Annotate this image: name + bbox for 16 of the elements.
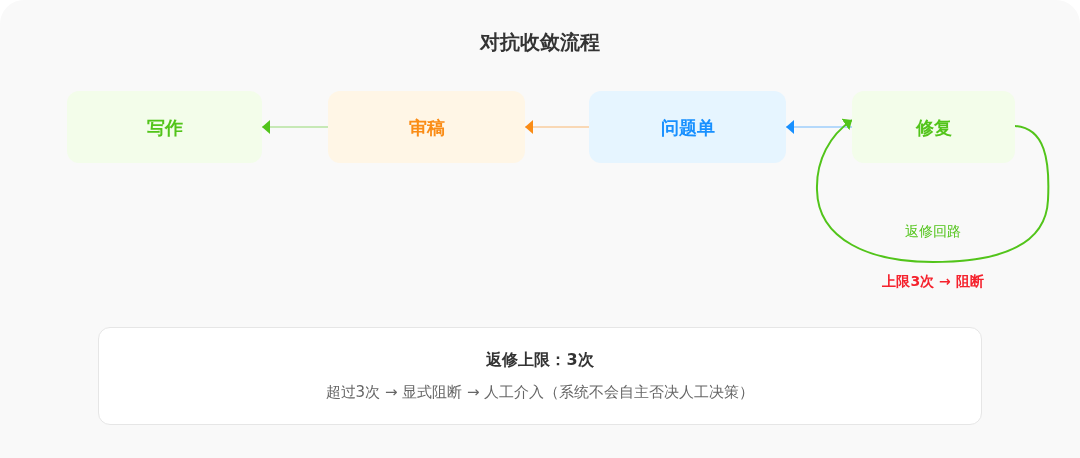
process-box: [589, 91, 786, 163]
diagram-title: 对抗收敛流程: [480, 30, 600, 54]
limit-note: 上限3次 → 阻断: [882, 272, 984, 290]
box-label: 审稿: [408, 115, 445, 140]
box-label: 问题单: [660, 115, 715, 140]
box-label: 修复: [915, 115, 952, 140]
note-card: [98, 327, 982, 425]
process-box: [328, 91, 525, 163]
process-box: [852, 91, 1015, 163]
note-heading: 返修上限：3次: [486, 350, 594, 370]
process-box: [67, 91, 262, 163]
arrow: [524, 120, 590, 134]
note-text: 超过3次 → 显式阻断 → 人工介入（系统不会自主否决人工决策）: [325, 382, 755, 402]
box-label: 写作: [146, 115, 183, 140]
loop-arrow: [816, 119, 1050, 263]
arrow: [261, 120, 329, 134]
